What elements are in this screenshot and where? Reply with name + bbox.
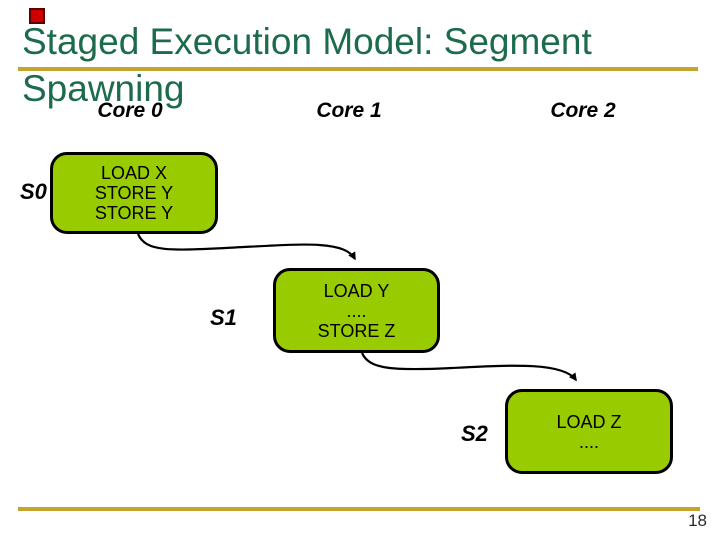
segment-s1-line: STORE Z (317, 320, 396, 341)
footer-rule (18, 507, 700, 511)
core-2-label: Core 2 (550, 99, 616, 122)
segment-s0-box: LOAD X STORE Y STORE Y (50, 152, 218, 234)
core-0-label: Core 0 (97, 99, 163, 122)
segment-s2-label: S2 (461, 421, 488, 446)
segment-s1-label: S1 (210, 305, 237, 330)
segment-s0-line: STORE Y (94, 183, 174, 203)
segment-s0-line: LOAD X (100, 163, 168, 183)
core-1-label: Core 1 (316, 99, 382, 122)
title-underline-rule (18, 67, 698, 71)
red-square-icon (29, 8, 45, 24)
segment-s1-box: LOAD Y .... STORE Z (273, 268, 440, 353)
segment-s0-label: S0 (20, 179, 47, 204)
segment-s2-line: LOAD Z (556, 411, 622, 432)
segment-s2-line: .... (578, 431, 599, 452)
segment-s0-line: STORE Y (94, 203, 174, 223)
segment-s2-box: LOAD Z .... (505, 389, 673, 474)
segment-s1-line: .... (346, 300, 367, 321)
segment-s1-line: LOAD Y (323, 280, 390, 301)
slide-title: Staged Execution Model: Segment Spawning (22, 21, 592, 109)
spawn-arrow-s1-to-s2 (360, 352, 577, 382)
page-number: 18 (688, 511, 707, 530)
spawn-arrow-s0-to-s1 (136, 233, 356, 261)
